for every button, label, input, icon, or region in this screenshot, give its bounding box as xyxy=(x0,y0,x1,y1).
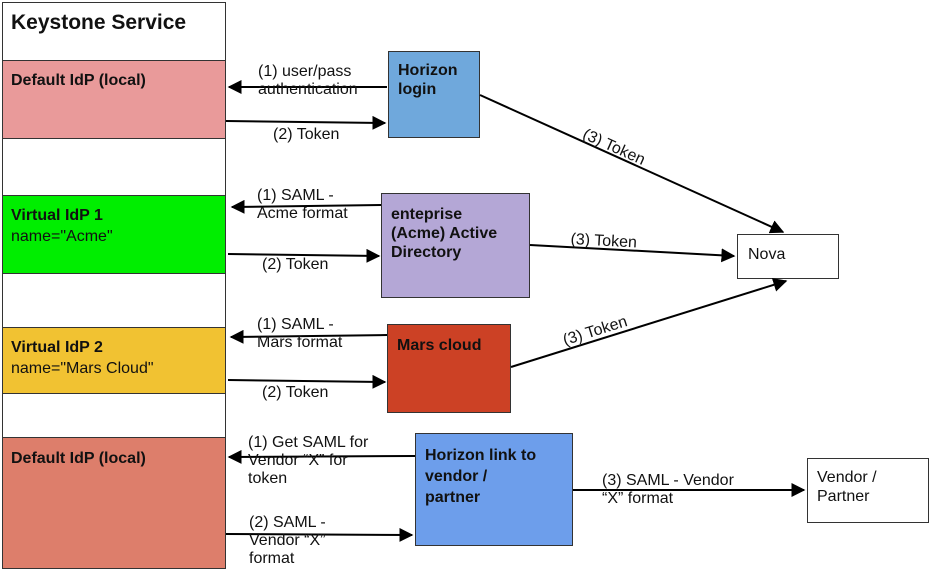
label-acme-token: (2) Token xyxy=(262,256,329,273)
arrow-acme-saml xyxy=(230,199,382,214)
keystone-title: Keystone Service xyxy=(11,11,187,34)
default-idp-1-title: Default IdP (local) xyxy=(11,72,146,89)
virtual-idp-2: Virtual IdP 2 name="Mars Cloud" xyxy=(2,327,226,394)
arrow-mars-nova xyxy=(510,278,788,368)
label-vendor-saml-out: (3) SAML - Vendor “X” format xyxy=(602,472,734,507)
label-mars-saml: (1) SAML - Mars format xyxy=(257,316,343,351)
virtual-idp-2-title: Virtual IdP 2 xyxy=(11,339,103,356)
vendor-partner-label: Vendor / Partner xyxy=(817,469,877,505)
nova-node: Nova xyxy=(737,234,839,279)
mars-cloud-label: Mars cloud xyxy=(397,337,482,354)
horizon-link-node: Horizon link to vendor / partner xyxy=(415,433,573,546)
enterprise-ad-label: enteprise (Acme) Active Directory xyxy=(391,206,498,261)
enterprise-active-directory-node: enteprise (Acme) Active Directory xyxy=(381,193,530,298)
horizon-login-node: Horizon login xyxy=(388,51,480,138)
virtual-idp-1: Virtual IdP 1 name="Acme" xyxy=(2,195,226,274)
label-mars-token: (2) Token xyxy=(262,384,329,401)
label-login-token: (2) Token xyxy=(273,126,340,143)
arrow-acme-token xyxy=(227,248,381,263)
arrow-acme-nova xyxy=(529,244,736,263)
default-idp-2-title: Default IdP (local) xyxy=(11,450,146,467)
label-acme-saml: (1) SAML - Acme format xyxy=(257,187,348,222)
nova-label: Nova xyxy=(748,246,786,263)
horizon-link-label: Horizon link to vendor / partner xyxy=(425,447,537,506)
virtual-idp-2-name: name="Mars Cloud" xyxy=(11,360,154,377)
arrow-login-token xyxy=(225,115,387,130)
virtual-idp-1-title: Virtual IdP 1 xyxy=(11,207,103,224)
vendor-partner-node: Vendor / Partner xyxy=(807,458,929,523)
mars-cloud-node: Mars cloud xyxy=(387,324,511,413)
label-login-auth: (1) user/pass authentication xyxy=(258,63,358,98)
horizon-login-label: Horizon login xyxy=(398,62,458,98)
arrow-vendor-saml-back xyxy=(225,527,414,542)
default-idp-local-2: Default IdP (local) xyxy=(2,437,226,569)
arrow-mars-token xyxy=(227,374,387,389)
default-idp-local-1: Default IdP (local) xyxy=(2,60,226,139)
arrow-mars-saml xyxy=(229,329,388,344)
virtual-idp-1-name: name="Acme" xyxy=(11,228,113,245)
label-vendor-get-saml: (1) Get SAML for Vendor “X” for token xyxy=(248,434,369,487)
arrow-login-nova xyxy=(479,94,785,234)
label-vendor-saml-back: (2) SAML - Vendor “X” format xyxy=(249,514,326,567)
arrow-vendor-get-saml xyxy=(227,449,416,464)
label-acme-nova: (3) Token xyxy=(570,231,638,252)
